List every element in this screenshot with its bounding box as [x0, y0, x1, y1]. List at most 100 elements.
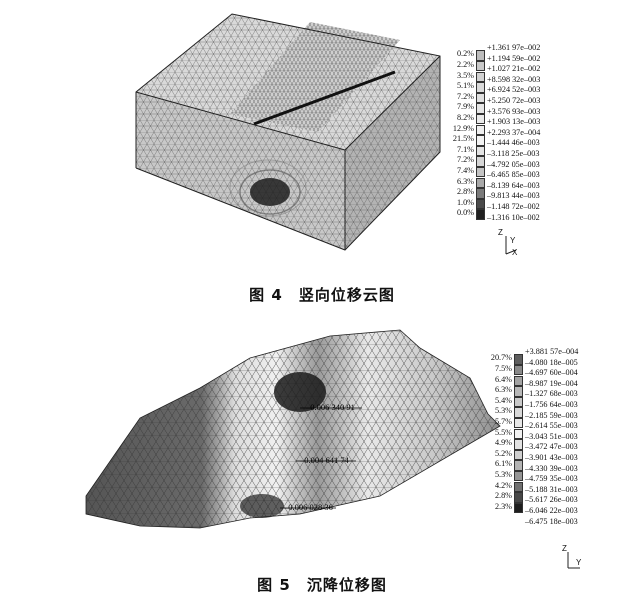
fig5-legend-swatch	[514, 492, 523, 503]
fig4-legend-swatch	[476, 145, 485, 157]
fig4-legend-swatch	[476, 177, 485, 189]
fig5-legend-value: –5.188 31e–003	[525, 484, 578, 494]
fig4-legend-value: +8.598 32e–003	[487, 74, 541, 84]
fig5-legend-value: –3.472 47e–003	[525, 442, 578, 452]
figure-5-caption: 图 5 沉降位移图	[257, 576, 387, 594]
settlement-zone-2	[240, 494, 284, 518]
fig5-legend-percent: 2.8%	[494, 491, 512, 501]
fig4-legend-value: +1.903 13e–003	[487, 117, 541, 127]
figure-5: –0.006 340 91 –0.004 641 74 –0.006 028 3…	[0, 318, 644, 572]
annotation-3: –0.006 028 36	[283, 502, 333, 512]
fig5-legend-swatch	[514, 407, 523, 418]
fig5-legend-percent: 5.4%	[494, 395, 512, 405]
fig4-legend-percent: 7.1%	[456, 144, 474, 154]
fig4-axis-y: Y	[510, 236, 516, 245]
fig4-axis-x: X	[512, 248, 518, 257]
displacement-zone	[250, 178, 290, 206]
fig4-legend-swatch	[476, 156, 485, 167]
fig4-legend-percent: 2.2%	[456, 59, 474, 69]
fig5-legend-swatch	[514, 449, 523, 461]
fig5-legend-percent: 7.5%	[494, 363, 512, 373]
fig4-legend-percent: 2.8%	[456, 187, 474, 197]
fig5-legend-swatch	[514, 375, 523, 387]
fig4-legend-value: –4.792 05e–003	[487, 159, 540, 169]
fig5-legend-percent: 5.5%	[494, 427, 512, 437]
fig5-legend-percent: 6.1%	[494, 459, 512, 469]
fig4-legend-percent: 1.0%	[456, 197, 474, 207]
fig4-legend-percent: 6.3%	[456, 176, 474, 186]
fig4-legend-value: –6.465 85e–003	[487, 170, 540, 180]
fig5-legend-swatch	[514, 439, 523, 450]
fig4-legend-value: –1.148 72e–002	[487, 202, 540, 211]
fig5-legend: 20.7%7.5%6.4%6.3%5.4%5.3%5.7%5.5%4.9%5.2…	[486, 347, 636, 532]
fig5-legend-value: –4.697 60e–004	[525, 368, 578, 378]
fig4-legend-percent: 5.1%	[456, 81, 474, 91]
fig5-mesh-plot: –0.006 340 91 –0.004 641 74 –0.006 028 3…	[85, 329, 501, 529]
fig4-legend-swatch	[476, 113, 485, 125]
fig4-legend-swatch	[476, 135, 485, 146]
fig4-axis-triad: Z Y X	[496, 226, 520, 258]
fig5-legend-percent: 2.3%	[494, 501, 512, 511]
fig5-legend-percent: 5.7%	[494, 416, 512, 426]
settlement-zone-1	[274, 372, 326, 412]
fig5-legend-swatch	[514, 386, 523, 397]
fig4-legend-value: +1.361 97e–002	[487, 43, 541, 52]
fig4-legend-percent: 7.9%	[456, 102, 474, 112]
fig5-axis-triad: Z Y	[560, 544, 584, 572]
fig5-legend-value: +3.881 57e–004	[525, 347, 579, 356]
fig4-legend-swatch	[476, 92, 485, 104]
fig4-legend-value: +2.293 37e–004	[487, 127, 541, 137]
fig4-legend-percent: 7.4%	[456, 165, 474, 175]
fig4-legend-value: –1.444 46e–003	[487, 138, 540, 148]
fig5-legend-percent: 5.3%	[494, 406, 512, 416]
fig4-legend-value: +1.194 59e–002	[487, 53, 541, 63]
fig5-legend-swatch	[514, 354, 523, 365]
fig4-mesh-plot	[135, 13, 441, 251]
fig5-axis-y: Y	[576, 558, 582, 567]
fig5-legend-percent: 20.7%	[490, 353, 512, 363]
crack-line	[253, 70, 396, 126]
fig4-legend-value: +6.924 52e–003	[487, 85, 541, 95]
fig4-legend-value: +3.576 93e–003	[487, 106, 541, 116]
fig5-legend-percent: 4.9%	[494, 438, 512, 448]
fig4-legend-swatch	[476, 166, 485, 178]
annotation-1: –0.006 340 91	[305, 402, 355, 412]
fig4-legend-swatch	[476, 71, 485, 83]
fig5-legend-value: –1.327 68e–003	[525, 389, 578, 399]
fig4-legend-value: –9.813 44e–003	[487, 191, 540, 201]
fig4-legend-swatch	[476, 103, 485, 114]
fig5-legend-swatch	[514, 460, 523, 471]
fig5-legend-value: –3.901 43e–003	[525, 453, 578, 462]
fig4-legend-percent: 7.2%	[456, 91, 474, 101]
fig5-legend-value: –2.185 59e–003	[525, 410, 578, 420]
figure-4: 0.2%2.2%3.5%5.1%7.2%7.9%8.2%12.9%21.5%7.…	[0, 0, 644, 270]
fig5-legend-value: –2.614 55e–003	[525, 421, 578, 431]
fig4-legend-swatch	[476, 82, 485, 93]
fig4-legend-value: +5.250 72e–003	[487, 96, 541, 105]
fig4-legend-swatch	[476, 60, 485, 72]
fig5-legend-percent: 6.3%	[494, 385, 512, 395]
fig5-legend-swatch	[514, 396, 523, 408]
annotation-2: –0.004 641 74	[299, 455, 350, 465]
fig4-legend-value: –3.118 25e–003	[487, 149, 540, 158]
fig4-legend-percent: 0.0%	[456, 208, 474, 218]
fig5-legend-value: –4.759 35e–003	[525, 474, 578, 484]
fig4-legend-swatch	[476, 124, 485, 136]
fig4-legend-value: +1.027 21e–002	[487, 64, 541, 74]
fig5-legend-percent: 5.2%	[494, 448, 512, 458]
fig5-legend-swatch	[514, 428, 523, 440]
fig4-legend-percent: 12.9%	[452, 123, 474, 133]
fig5-legend-percent: 4.2%	[494, 480, 512, 490]
fig5-legend-swatch	[514, 470, 523, 482]
fig5-legend-swatch	[514, 364, 523, 376]
fig5-axis-z: Z	[562, 544, 567, 553]
fig4-legend-percent: 3.5%	[456, 70, 474, 80]
fig5-legend-swatch	[514, 481, 523, 493]
fig4-legend-percent: 8.2%	[456, 112, 474, 122]
fig4-legend-percent: 0.2%	[456, 49, 474, 59]
fig5-legend-percent: 6.4%	[494, 374, 512, 384]
fig5-legend-value: –4.330 39e–003	[525, 463, 578, 473]
fig5-legend-value: –4.080 18e–005	[525, 357, 578, 367]
fig5-legend-value: –1.756 64e–003	[525, 400, 578, 409]
fig5-legend-swatch	[514, 417, 523, 429]
